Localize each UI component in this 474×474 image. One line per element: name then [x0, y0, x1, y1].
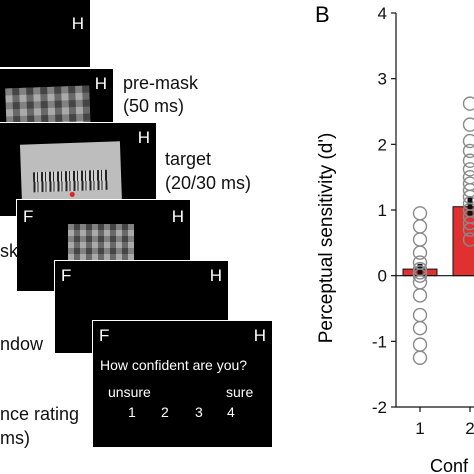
data-point-1-9 [412, 288, 428, 303]
data-point-1-12 [412, 337, 428, 352]
frame-premask-letter-h: H [94, 74, 107, 93]
frame-window-letter-h: H [209, 266, 222, 285]
y-tick-label-2: 2 [378, 135, 387, 154]
dialog-option-2: 2 [161, 404, 169, 420]
y-tick-label-1: 1 [378, 201, 387, 220]
data-point-2-1 [462, 117, 474, 132]
dialog-question: How confident are you? [100, 357, 248, 373]
dialog-sure: sure [226, 384, 254, 400]
label-target: target [165, 149, 212, 169]
label-premask-duration: (50 ms) [123, 96, 185, 116]
frame-confidence-letter-h: H [253, 326, 266, 345]
error-bar-2 [467, 196, 473, 217]
data-point-1-6 [412, 265, 428, 280]
frame-fixation: H [0, 0, 91, 68]
data-point-1-0 [412, 206, 428, 221]
frame-postmask-letter-f: F [23, 207, 34, 226]
data-point-2-14 [462, 222, 474, 237]
y-axis-label: Perceptual sensitivity (d') [316, 133, 337, 344]
dialog-unsure: unsure [108, 384, 151, 400]
y-tick-label-0: 0 [378, 267, 387, 286]
frame-window-letter-f: F [61, 266, 72, 285]
x-tick-label-2: 2 [465, 419, 474, 438]
label-target-duration: (20/30 ms) [165, 173, 252, 193]
data-point-2-3 [462, 143, 474, 159]
data-point-1-2 [412, 232, 428, 247]
data-point-1-10 [412, 307, 428, 323]
data-point-2-15 [462, 232, 474, 247]
y-tick-label-4: 4 [378, 4, 387, 23]
dialog-option-1: 1 [128, 404, 136, 420]
label-response-window: ndow [0, 334, 44, 354]
label-confidence-duration: ms) [0, 428, 30, 448]
frame-confidence-letter-f: F [99, 326, 110, 345]
y-tick-label-3: 3 [378, 70, 387, 89]
label-premask: pre-mask [123, 73, 199, 93]
frame-target-letter-h: H [137, 128, 150, 147]
data-point-2-2 [462, 133, 474, 149]
data-point-1-13 [412, 350, 428, 365]
data-point-1-11 [412, 321, 428, 336]
data-point-2-0 [462, 96, 474, 111]
data-point-2-13 [462, 215, 474, 231]
frame-confidence: F H How confident are you? unsure sure 1… [92, 320, 273, 448]
data-point-2-5 [462, 162, 474, 177]
y-tick-label--2: -2 [372, 398, 387, 417]
data-point-1-3 [412, 245, 428, 260]
plot-area: -2 -1 0 1 2 3 4 1 2 [372, 4, 474, 438]
x-axis-label: Conf [430, 456, 469, 474]
data-point-2-4 [462, 153, 474, 168]
label-mask: sk [0, 241, 18, 261]
data-point-1-1 [412, 219, 428, 234]
data-point-1-7 [412, 268, 428, 283]
x-tick-label-1: 1 [415, 419, 424, 438]
dialog-option-3: 3 [195, 404, 203, 420]
label-confidence-rating: nce rating [0, 404, 80, 424]
panel-b-letter: B [315, 2, 330, 27]
dialog-option-4: 4 [227, 404, 235, 420]
frame-postmask-letter-h: H [171, 207, 184, 226]
frame-fixation-letter-h: H [71, 14, 84, 33]
y-tick-label--1: -1 [372, 332, 387, 351]
